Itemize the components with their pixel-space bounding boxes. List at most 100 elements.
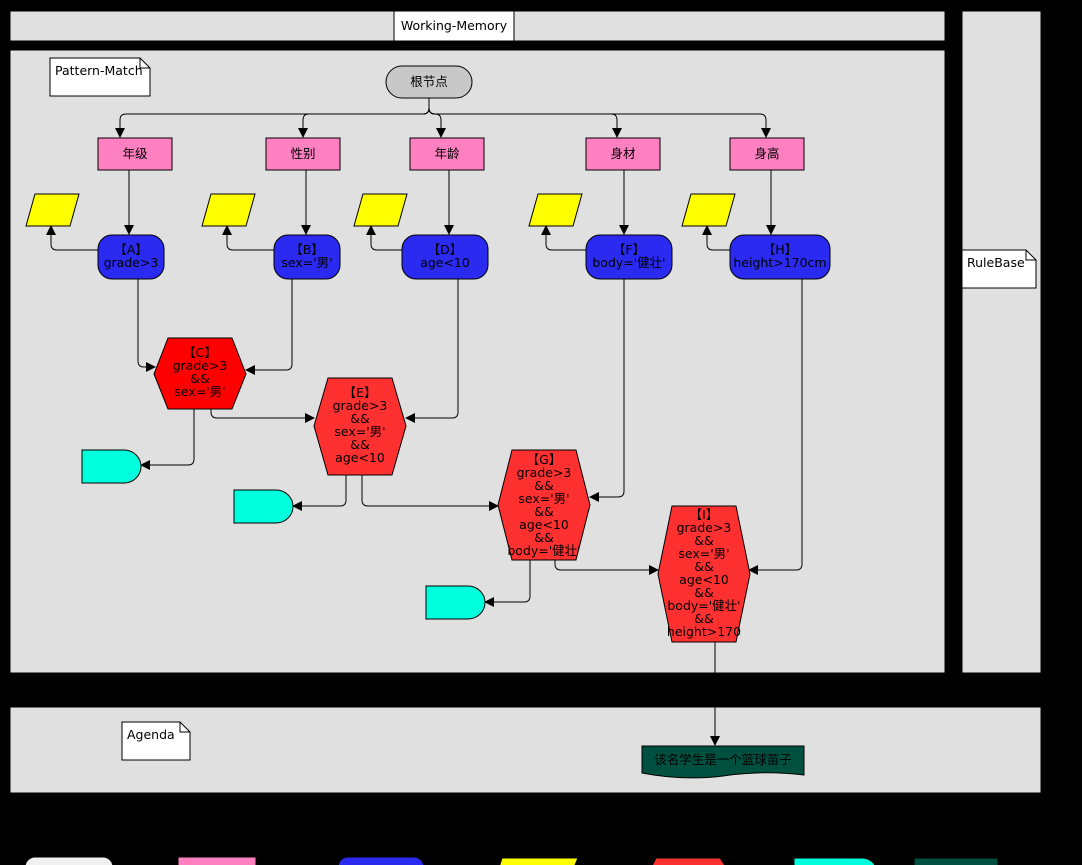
edge-F-mem xyxy=(541,225,586,251)
type-node-sex xyxy=(265,137,341,171)
alpha-node-D-condition: age<10 xyxy=(420,255,470,270)
type-node-age-label: 年龄 xyxy=(434,146,460,161)
beta-line: body='健壮' xyxy=(507,543,580,558)
alpha-node-B xyxy=(273,234,341,280)
type-node-height-label: 身高 xyxy=(754,146,779,161)
edge-root-sex xyxy=(298,98,430,138)
legend-type-swatch xyxy=(177,856,257,865)
beta-node-C xyxy=(153,337,247,410)
beta-memory-G xyxy=(425,585,486,620)
alpha-node-B-condition: sex='男' xyxy=(281,255,332,270)
alpha-node-F-condition: body='健壮' xyxy=(592,255,665,270)
alpha-node-D xyxy=(401,234,489,280)
alpha-memory-F xyxy=(528,193,583,227)
edge-C-mem xyxy=(140,409,195,470)
beta-line: grade>3 xyxy=(333,398,388,413)
beta-line: && xyxy=(534,530,554,545)
alpha-memory-A xyxy=(25,193,80,227)
beta-line: && xyxy=(350,437,370,452)
beta-line: && xyxy=(694,611,714,626)
beta-line: body='健壮' xyxy=(667,598,740,613)
beta-node-I xyxy=(657,505,751,643)
terminal-node-label: 该名学生是一个篮球苗子 xyxy=(654,752,792,767)
beta-node-C-text: 【C】 grade>3 && sex='男' xyxy=(173,345,228,399)
alpha-node-F xyxy=(585,234,673,280)
beta-line: 【G】 xyxy=(527,452,562,467)
alpha-node-A-condition: grade>3 xyxy=(104,255,159,270)
beta-node-G-text: 【G】 grade>3 && sex='男' && age<10 && body… xyxy=(507,452,580,558)
note-fold xyxy=(1025,250,1036,261)
rulebase-note xyxy=(961,249,1037,289)
beta-line: height>170 xyxy=(667,624,741,639)
legend-swatches xyxy=(24,856,999,865)
beta-line: age<10 xyxy=(679,572,729,587)
beta-line: 【C】 xyxy=(183,345,217,360)
edge-D-mem xyxy=(366,225,402,251)
terminal-node xyxy=(641,745,805,779)
alpha-memory-H xyxy=(681,193,736,227)
legend-beta-swatch xyxy=(651,857,726,865)
legend-beta-memory-swatch xyxy=(793,857,876,865)
beta-line: sex='男' xyxy=(334,424,385,439)
edge-B-C xyxy=(245,279,293,375)
beta-line: && xyxy=(694,559,714,574)
edge-B-mem xyxy=(222,225,274,251)
type-node-age xyxy=(409,137,485,171)
edge-H-mem xyxy=(702,225,730,251)
beta-node-E xyxy=(313,377,407,476)
type-node-height xyxy=(729,137,805,171)
legend-root-swatch xyxy=(24,856,114,865)
agenda-note xyxy=(121,721,191,761)
beta-memories xyxy=(81,449,486,620)
edge-G-I xyxy=(554,560,659,575)
alpha-node-B-title: 【B】 xyxy=(290,242,324,257)
alpha-node-F-title: 【F】 xyxy=(613,242,645,257)
legend-alpha-swatch xyxy=(337,856,425,865)
beta-node-G xyxy=(497,449,591,561)
working-memory-label: Working-Memory xyxy=(401,18,508,33)
beta-line: sex='男' xyxy=(174,384,225,399)
edge-A-C xyxy=(137,279,156,372)
alpha-node-A xyxy=(97,234,165,280)
type-node-grade xyxy=(97,137,173,171)
alpha-node-H xyxy=(729,234,831,280)
beta-line: && xyxy=(190,371,210,386)
note-fold xyxy=(179,722,190,733)
beta-line: && xyxy=(534,478,554,493)
edge-E-G xyxy=(361,475,499,511)
edge-F-G xyxy=(589,279,625,502)
alpha-node-D-title: 【D】 xyxy=(428,242,463,257)
rulebase-panel xyxy=(961,10,1042,674)
alpha-memory-D xyxy=(353,193,408,227)
legend-terminal-swatch xyxy=(913,857,999,865)
beta-line: && xyxy=(350,411,370,426)
agenda-label: Agenda xyxy=(127,727,175,742)
pattern-match-note xyxy=(49,57,151,97)
edge-G-mem xyxy=(484,560,531,607)
beta-line: age<10 xyxy=(519,517,569,532)
note-fold xyxy=(139,58,150,69)
edge-H-I xyxy=(748,279,803,575)
type-node-body xyxy=(585,137,661,171)
connectors xyxy=(46,98,803,746)
alpha-node-A-title: 【A】 xyxy=(114,242,148,257)
beta-node-I-text: 【I】 grade>3 && sex='男' && age<10 && body… xyxy=(667,507,741,639)
beta-line: 【E】 xyxy=(344,385,377,400)
beta-node-E-text: 【E】 grade>3 && sex='男' && age<10 xyxy=(333,385,388,465)
rulebase-label: RuleBase xyxy=(967,255,1025,270)
type-node-body-label: 身材 xyxy=(610,146,635,161)
alpha-nodes: 【A】 grade>3 【B】 sex='男' 【D】 age<10 【F】 b… xyxy=(97,234,831,280)
beta-line: grade>3 xyxy=(173,358,228,373)
edge-E-mem xyxy=(292,475,347,511)
edge-D-E xyxy=(405,279,459,423)
beta-nodes: 【C】 grade>3 && sex='男' 【E】 grade>3 && se… xyxy=(153,337,751,643)
type-node-grade-label: 年级 xyxy=(122,146,148,161)
legend-alpha-memory-swatch xyxy=(499,857,579,865)
beta-line: sex='男' xyxy=(518,491,569,506)
edge-C-E xyxy=(210,409,315,423)
pattern-match-label: Pattern-Match xyxy=(55,63,143,78)
working-memory-label-box xyxy=(393,10,515,42)
beta-line: grade>3 xyxy=(677,520,732,535)
root-node xyxy=(385,65,473,99)
beta-memory-E xyxy=(233,489,294,524)
